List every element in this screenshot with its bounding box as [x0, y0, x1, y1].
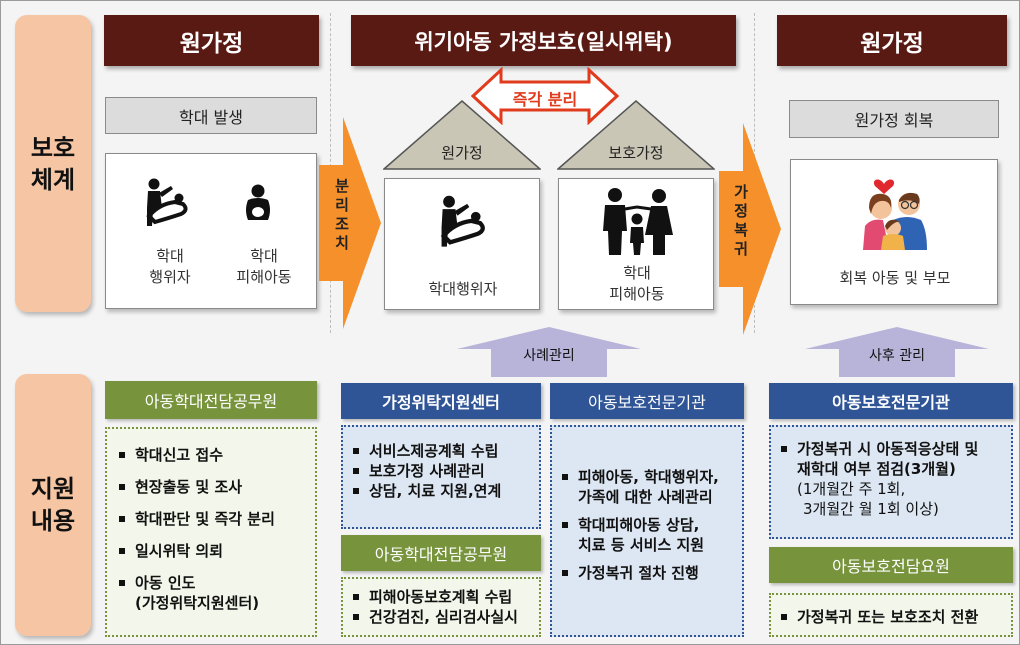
separation-arrow: [319, 117, 381, 329]
return-home-arrow-label: 가 정 복 귀: [730, 183, 752, 259]
task-line: 치료 등 서비스 지원: [578, 536, 705, 554]
task-item: 학대신고 접수: [115, 445, 311, 465]
recovery-label: 회복 아동 및 부모: [839, 269, 951, 287]
arrow-char: 리: [335, 196, 349, 214]
task-note: 3개월간 월 1회 이상): [803, 500, 939, 518]
house2-roof: [557, 100, 715, 170]
house2-panel: 학대 피해아동: [558, 178, 714, 310]
col2-header: 위기아동 가정보호(일시위탁): [351, 15, 736, 66]
separation-double-arrow: [471, 67, 619, 125]
foster-center-tasks: 서비스제공계획 수립 보호가정 사례관리 상담, 치료 지원,연계: [341, 425, 541, 529]
task-line: 학대피해아동 상담,: [578, 516, 700, 534]
foster-center-label: 가정위탁지원센터: [341, 383, 541, 419]
task-item: 상담, 치료 지원,연계: [349, 481, 533, 501]
col3-officer-label: 아동보호전담요원: [769, 547, 1013, 583]
col3-header: 원가정: [777, 15, 1007, 66]
side-label-line: 체계: [30, 165, 76, 194]
task-item: 일시위탁 의뢰: [115, 541, 311, 561]
victim-child-icon: [242, 184, 274, 230]
house1-roof-label: 원가정: [441, 144, 483, 162]
col1-header: 원가정: [104, 15, 319, 66]
task-item: 건강검진, 심리검사실시: [349, 607, 533, 627]
house2-roof-label: 보호가정: [608, 144, 664, 162]
task-item: 가정복귀 절차 진행: [558, 563, 738, 583]
task-note: (가정위탁지원센터): [135, 594, 260, 612]
task-item: 서비스제공계획 수립: [349, 441, 533, 461]
separation-arrow-label: 분 리 조 치: [331, 177, 353, 253]
col3-panel: 회복 아동 및 부모: [790, 159, 998, 305]
label-line: 학대: [250, 247, 278, 265]
col2-agency-tasks: 피해아동, 학대행위자, 가족에 대한 사례관리 학대피해아동 상담, 치료 등…: [550, 425, 744, 637]
label-line: 피해아동: [236, 268, 292, 286]
abuser-icon: [433, 195, 495, 253]
col3-agency-label: 아동보호전문기관: [769, 383, 1013, 419]
abuser-icon: [139, 178, 197, 232]
family-icon: [599, 187, 679, 261]
arrow-char: 귀: [734, 240, 748, 258]
case-management-arrow: [457, 327, 641, 377]
arrow-char: 치: [335, 234, 349, 252]
task-line: 재학대 여부 점검(3개월): [797, 460, 956, 478]
heart-icon: [873, 179, 895, 194]
task-item: 학대판단 및 즉각 분리: [115, 509, 311, 529]
label-line: 행위자: [149, 268, 191, 286]
col3-officer-tasks: 가정복귀 또는 보호조치 전환: [769, 593, 1013, 637]
return-home-arrow: [719, 123, 781, 335]
abuser-label: 학대 행위자: [120, 246, 220, 288]
task-item: 아동 인도 (가정위탁지원센터): [115, 573, 311, 613]
col2-agency-label: 아동보호전문기관: [550, 383, 744, 419]
task-line: 가족에 대한 사례관리: [578, 488, 713, 506]
house1-roof: [383, 100, 541, 170]
side-label-line: 보호: [30, 133, 76, 162]
col1-officer-label: 아동학대전담공무원: [105, 381, 317, 419]
task-line: 가정복귀 시 아동적응상태 및: [797, 440, 979, 458]
col3-status: 원가정 회복: [789, 100, 999, 138]
task-item: 피해아동, 학대행위자, 가족에 대한 사례관리: [558, 467, 738, 507]
label-line: 학대: [623, 264, 651, 282]
col2-officer-label: 아동학대전담공무원: [341, 535, 541, 571]
task-item: 피해아동보호계획 수립: [349, 587, 533, 607]
task-line: 가정복귀 절차 진행: [578, 564, 699, 582]
after-care-arrow: [805, 327, 989, 377]
task-line: 피해아동, 학대행위자,: [578, 468, 719, 486]
arrow-char: 복: [734, 221, 748, 239]
task-note: (1개월간 주 1회,: [797, 480, 906, 498]
arrow-char: 정: [734, 202, 748, 220]
case-management-label: 사례관리: [523, 348, 575, 364]
task-item: 보호가정 사례관리: [349, 461, 533, 481]
house1-label: 학대행위자: [428, 280, 498, 298]
label-line: 학대: [156, 247, 184, 265]
side-label-line: 지원: [30, 475, 76, 503]
recovered-family-icon: [859, 174, 933, 254]
house1-panel: 학대행위자: [384, 178, 540, 310]
col3-agency-tasks: 가정복귀 시 아동적응상태 및 재학대 여부 점검(3개월) (1개월간 주 1…: [769, 425, 1013, 539]
arrow-char: 가: [734, 183, 748, 201]
col1-officer-tasks: 학대신고 접수 현장출동 및 조사 학대판단 및 즉각 분리 일시위탁 의뢰 아…: [105, 427, 317, 637]
task-line: 아동 인도: [135, 574, 196, 592]
task-item: 가정복귀 시 아동적응상태 및 재학대 여부 점검(3개월) (1개월간 주 1…: [777, 439, 1007, 519]
separation-label: 즉각 분리: [512, 90, 578, 109]
task-item: 가정복귀 또는 보호조치 전환: [777, 607, 1007, 627]
victim-label: 학대 피해아동: [214, 246, 314, 288]
after-care-label: 사후 관리: [869, 348, 925, 364]
arrow-char: 조: [335, 215, 349, 233]
col2-officer-tasks: 피해아동보호계획 수립 건강검진, 심리검사실시: [341, 577, 541, 637]
task-item: 현장출동 및 조사: [115, 477, 311, 497]
label-line: 피해아동: [609, 285, 665, 303]
side-label-line: 내용: [30, 507, 76, 535]
arrow-char: 분: [335, 177, 349, 195]
house2-label: 학대 피해아동: [559, 263, 715, 305]
col1-status: 학대 발생: [105, 97, 317, 134]
col1-panel: 학대 행위자 학대 피해아동: [105, 153, 317, 309]
task-item: 학대피해아동 상담, 치료 등 서비스 지원: [558, 515, 738, 555]
